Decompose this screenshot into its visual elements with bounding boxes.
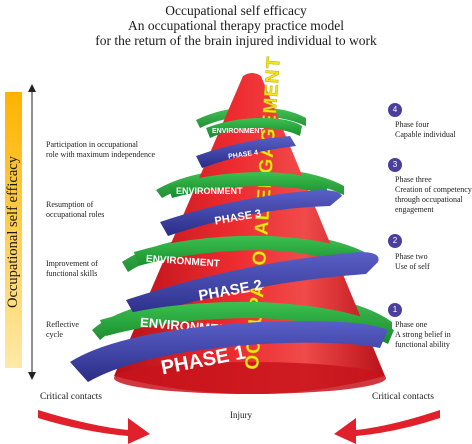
phase-3-desc-line: Creation of competency xyxy=(395,185,472,194)
right-critical-arrow-icon xyxy=(334,410,440,444)
phase-1-desc-line: functional ability xyxy=(395,340,450,349)
left-stage-2: Improvement of functional skills xyxy=(46,259,98,279)
phase-4-description: Phase four Capable individual xyxy=(395,120,456,140)
phase-3-desc-line: Phase three xyxy=(395,175,432,184)
phase-3-ring: ENVIRONMENT PHASE 3 xyxy=(160,172,342,236)
critical-contacts-right: Critical contacts xyxy=(372,392,434,402)
phase-4-ring: ENVIRONMENT PHASE 4 xyxy=(196,118,302,168)
left-stage-1-line1: Reflective xyxy=(46,320,79,329)
left-stage-4-line2: role with maximum independence xyxy=(46,150,156,159)
phase-4-desc-line: Phase four xyxy=(395,120,429,129)
phase-2-description: Phase two Use of self xyxy=(395,252,430,272)
self-efficacy-bar xyxy=(5,92,22,368)
phase-2-badge: 2 xyxy=(388,234,402,248)
left-stage-4-line1: Participation in occupational xyxy=(46,140,138,149)
left-stage-2-line2: functional skills xyxy=(46,269,98,278)
environment-label-2: ENVIRONMENT xyxy=(146,254,220,270)
environment-label-3: ENVIRONMENT xyxy=(176,186,243,196)
phase-4-badge: 4 xyxy=(388,103,402,117)
environment-label-4: ENVIRONMENT xyxy=(212,128,264,135)
phase-2-desc-line: Phase two xyxy=(395,252,428,261)
left-critical-arrow-icon xyxy=(38,410,150,444)
left-stage-3: Resumption of occupational roles xyxy=(46,200,104,220)
title-line-3: for the return of the brain injured indi… xyxy=(95,33,377,48)
left-stage-4: Participation in occupational role with … xyxy=(46,140,155,160)
phase-3-desc-line: through occupational xyxy=(395,195,463,204)
left-stage-2-line1: Improvement of xyxy=(46,259,98,268)
phase-3-description: Phase three Creation of competency throu… xyxy=(395,175,472,215)
phase-4-label: PHASE 4 xyxy=(228,150,259,161)
phase-2-ring: ENVIRONMENT PHASE 2 xyxy=(126,235,379,318)
phase-1-badge: 1 xyxy=(388,303,402,317)
title-line-2: An occupational therapy practice model xyxy=(128,18,344,33)
phase-3-badge: 3 xyxy=(388,158,402,172)
phase-3-desc-line: engagement xyxy=(395,205,434,214)
phase-2-desc-line: Use of self xyxy=(395,262,430,271)
title-line-1: Occupational self efficacy xyxy=(165,3,307,18)
left-stage-1: Reflective cycle xyxy=(46,320,79,340)
left-stage-3-line2: occupational roles xyxy=(46,210,105,219)
left-stage-3-line1: Resumption of xyxy=(46,200,94,209)
phase-1-desc-line: A strong belief in xyxy=(395,330,451,339)
axis-arrow-icon xyxy=(28,84,36,380)
phase-4-desc-line: Capable individual xyxy=(395,130,456,139)
left-stage-1-line2: cycle xyxy=(46,330,63,339)
phase-1-desc-line: Phase one xyxy=(395,320,428,329)
critical-contacts-left: Critical contacts xyxy=(40,392,102,402)
injury-label: Injury xyxy=(230,410,252,420)
phase-1-description: Phase one A strong belief in functional … xyxy=(395,320,451,350)
